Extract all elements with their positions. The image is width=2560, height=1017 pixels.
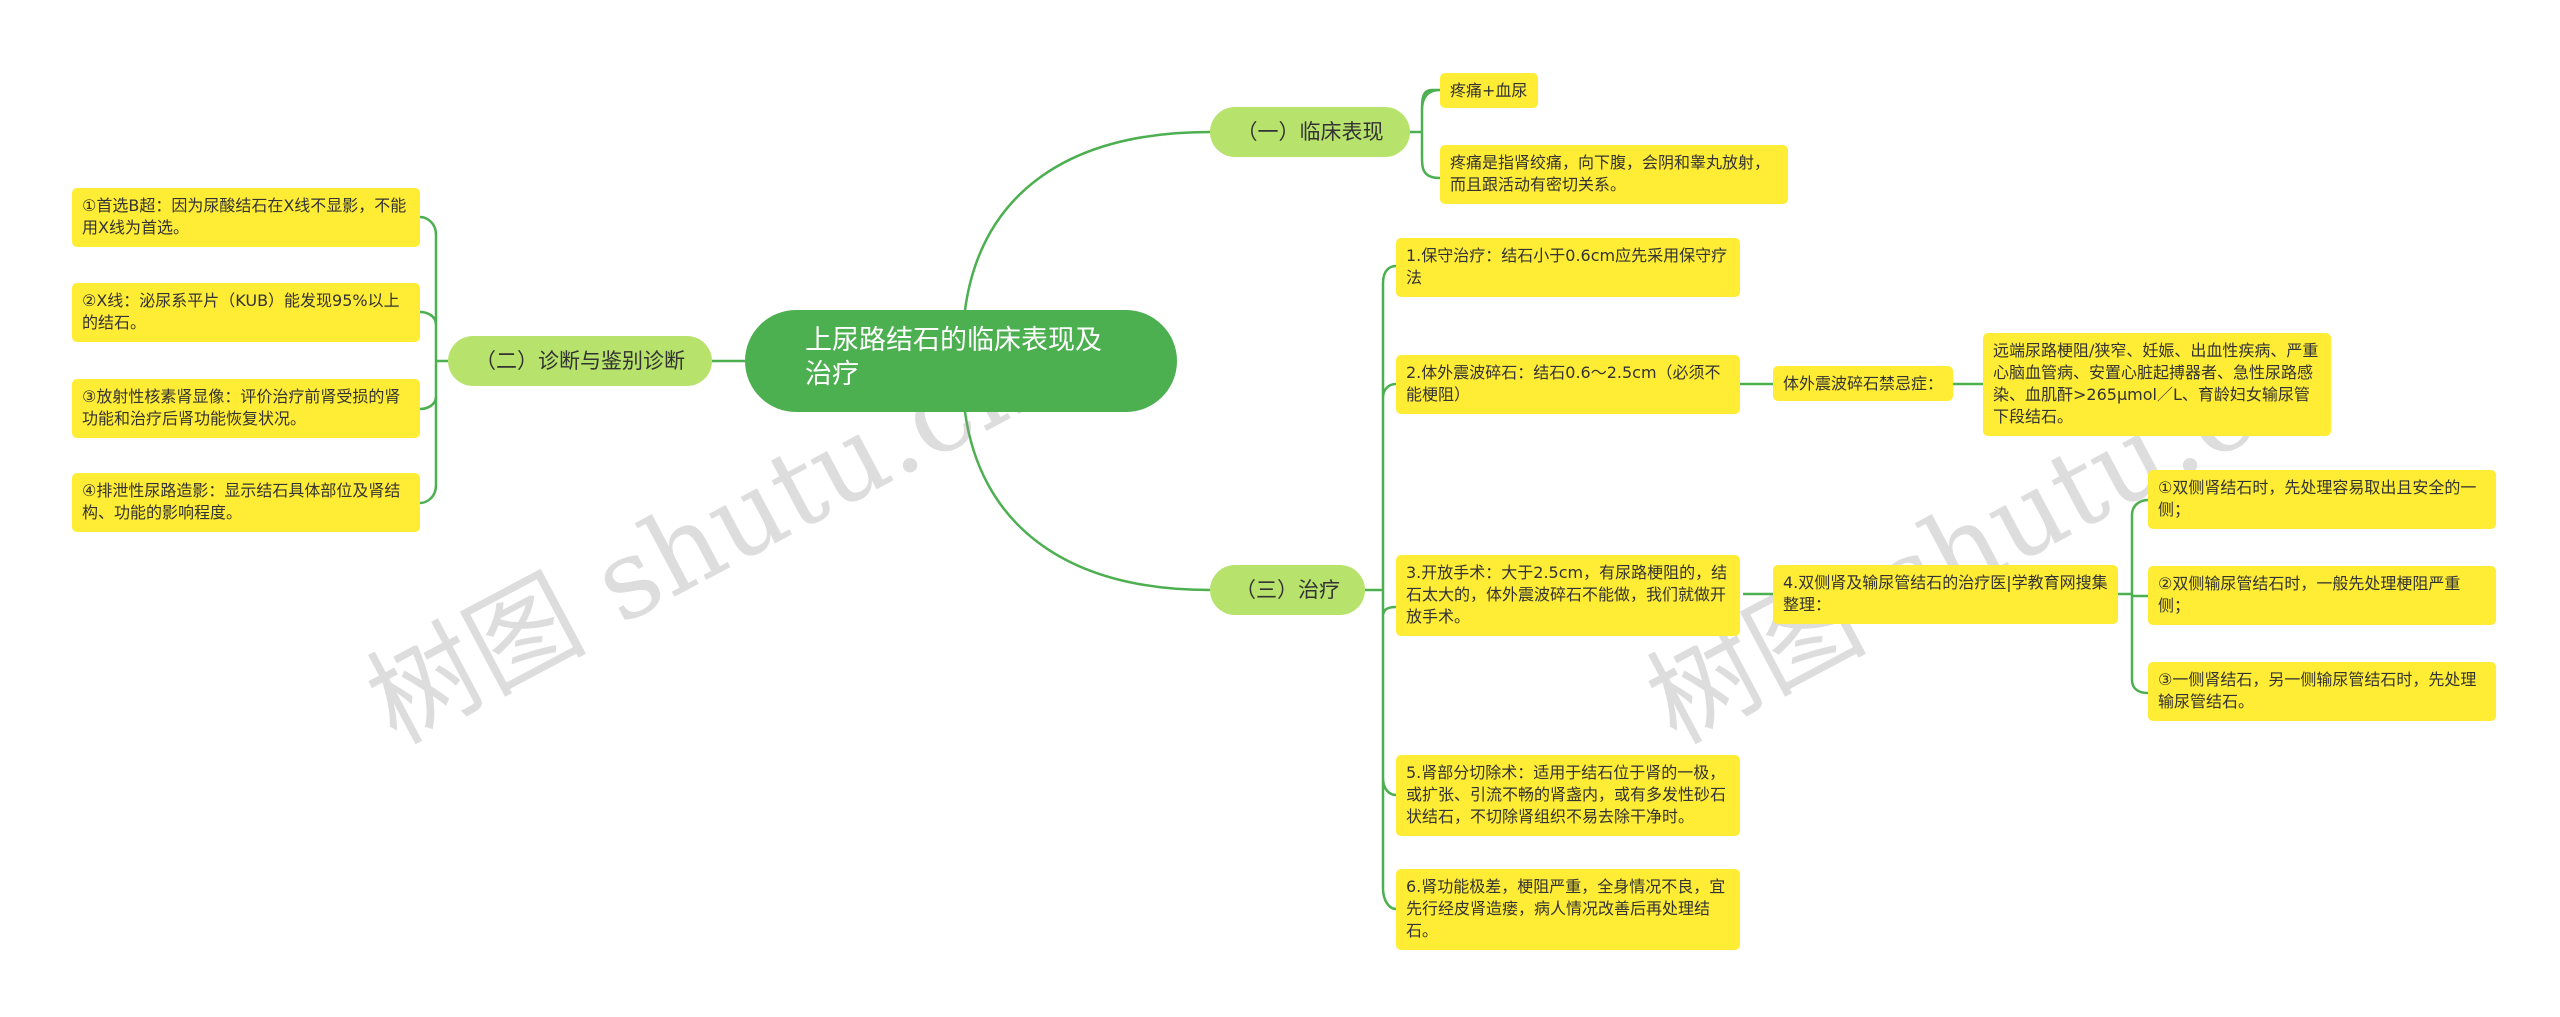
branch-clinical[interactable]: （一）临床表现 (1210, 107, 1410, 157)
link-clinical-leaves (1410, 88, 1441, 180)
treatment-item[interactable]: 5.肾部分切除术：适用于结石位于肾的一极，或扩张、引流不畅的肾盏内，或有多发性砂… (1396, 755, 1740, 836)
diagnosis-item[interactable]: ①首选B超：因为尿酸结石在X线不显影，不能用X线为首选。 (72, 188, 420, 247)
clinical-item[interactable]: 疼痛是指肾绞痛，向下腹，会阴和睾丸放射，而且跟活动有密切关系。 (1440, 145, 1788, 204)
diagnosis-item[interactable]: ④排泄性尿路造影：显示结石具体部位及肾结构、功能的影响程度。 (72, 473, 420, 532)
branch-diagnosis[interactable]: （二）诊断与鉴别诊断 (448, 336, 712, 386)
root-topic[interactable]: 上尿路结石的临床表现及治疗 (745, 310, 1177, 412)
bilateral-item[interactable]: ②双侧输尿管结石时，一般先处理梗阻严重侧； (2148, 566, 2496, 625)
branch-treatment[interactable]: （三）治疗 (1210, 565, 1365, 615)
link-root-treatment (963, 411, 1211, 592)
link-bilateral (1743, 498, 2149, 695)
treatment-item[interactable]: 4.双侧肾及输尿管结石的治疗医|学教育网搜集整理： (1773, 565, 2118, 624)
branch-treatment-label: （三）治疗 (1235, 578, 1340, 602)
branch-diagnosis-label: （二）诊断与鉴别诊断 (475, 349, 685, 373)
eswl-contraindication-detail[interactable]: 远端尿路梗阻/狭窄、妊娠、出血性疾病、严重心脑血管病、安置心脏起搏器者、急性尿路… (1983, 333, 2331, 436)
treatment-item[interactable]: 1.保守治疗：结石小于0.6cm应先采用保守疗法 (1396, 238, 1740, 297)
bilateral-item[interactable]: ①双侧肾结石时，先处理容易取出且安全的一侧； (2148, 470, 2496, 529)
diagnosis-item[interactable]: ②X线：泌尿系平片（KUB）能发现95%以上的结石。 (72, 283, 420, 342)
branch-clinical-label: （一）临床表现 (1236, 120, 1384, 144)
link-treatment-leaves (1365, 264, 1397, 911)
root-title: 上尿路结石的临床表现及治疗 (805, 325, 1102, 390)
eswl-contraindication-label[interactable]: 体外震波碎石禁忌症： (1773, 366, 1953, 401)
bilateral-item[interactable]: ③一侧肾结石，另一侧输尿管结石时，先处理输尿管结石。 (2148, 662, 2496, 721)
diagnosis-item[interactable]: ③放射性核素肾显像：评价治疗前肾受损的肾功能和治疗后肾功能恢复状况。 (72, 379, 420, 438)
treatment-item[interactable]: 6.肾功能极差，梗阻严重，全身情况不良，宜先行经皮肾造瘘，病人情况改善后再处理结… (1396, 869, 1740, 950)
treatment-item[interactable]: 2.体外震波碎石：结石0.6～2.5cm（必须不能梗阻） (1396, 355, 1740, 414)
treatment-item[interactable]: 3.开放手术：大于2.5cm，有尿路梗阻的，结石太大的，体外震波碎石不能做，我们… (1396, 555, 1740, 636)
link-diagnosis-leaves (419, 215, 448, 505)
link-root-clinical (963, 130, 1211, 311)
clinical-item[interactable]: 疼痛+血尿 (1440, 73, 1538, 108)
